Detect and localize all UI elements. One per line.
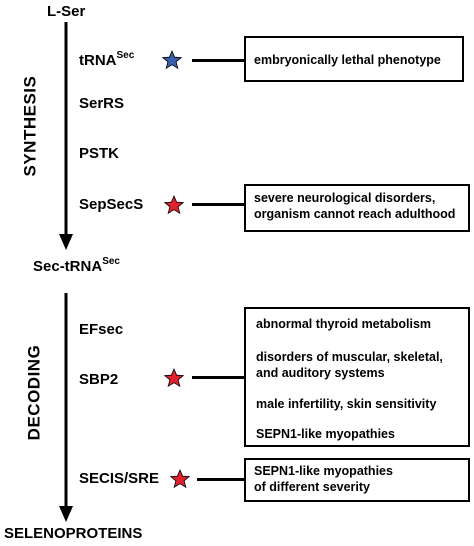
node-trna-sec-sup: Sec: [116, 50, 135, 61]
decoding-arrowhead: [59, 506, 73, 522]
phenotype-text: male infertility, skin sensitivity: [256, 397, 437, 411]
connector-trna-sec: [192, 59, 244, 62]
phenotype-text: abnormal thyroid metabolism: [256, 317, 432, 331]
star-icon-sepsecs: [164, 195, 184, 215]
node-serrs: SerRS: [79, 95, 125, 112]
node-secis-sre: SECIS/SRE: [79, 470, 160, 487]
phenotype-text: organism cannot reach adulthood: [254, 206, 456, 221]
node-l-ser: L-Ser: [47, 3, 86, 20]
synthesis-arrowhead: [59, 234, 73, 250]
connector-sepsecs: [192, 203, 244, 206]
node-sec-trna-sec-sup: Sec: [102, 256, 120, 267]
phenotype-box-secis-sre: SEPN1-like myopathies of different sever…: [244, 458, 470, 502]
node-sepsecs: SepSecS: [79, 196, 144, 213]
star-icon-secis-sre: [170, 469, 190, 489]
phenotype-text: embryonically lethal phenotype: [254, 53, 441, 67]
phenotype-text: of different severity: [254, 479, 371, 494]
section-synthesis: SYNTHESIS: [20, 75, 40, 177]
phenotype-text: disorders of muscular, skeletal,: [256, 350, 443, 364]
phenotype-box-trna-sec: embryonically lethal phenotype: [244, 36, 464, 82]
phenotype-text: SEPN1-like myopathies: [254, 464, 393, 478]
node-selenoproteins: SELENOPROTEINS: [4, 525, 143, 542]
connector-sbp2: [192, 376, 244, 379]
node-sec-trna-sec-main: Sec-tRNA: [33, 258, 103, 275]
node-sec-trna-sec: Sec-tRNASec: [33, 256, 120, 275]
node-sbp2: SBP2: [79, 371, 119, 388]
phenotype-box-sbp2: abnormal thyroid metabolism disorders of…: [244, 307, 470, 447]
star-icon-trna-sec: [162, 50, 182, 70]
phenotype-text: SEPN1-like myopathies: [256, 427, 395, 441]
node-efsec: EFsec: [79, 321, 124, 338]
node-pstk: PSTK: [79, 145, 120, 162]
node-trna-sec-main: tRNA: [79, 52, 117, 69]
star-icon-sbp2: [164, 368, 184, 388]
phenotype-text: and auditory systems: [256, 366, 385, 380]
connector-secis-sre: [197, 478, 244, 481]
phenotype-text: severe neurological disorders,: [254, 191, 436, 205]
section-decoding: DECODING: [24, 344, 44, 441]
node-trna-sec: tRNASec: [79, 50, 135, 69]
phenotype-box-sepsecs: severe neurological disorders, organism …: [244, 184, 470, 232]
